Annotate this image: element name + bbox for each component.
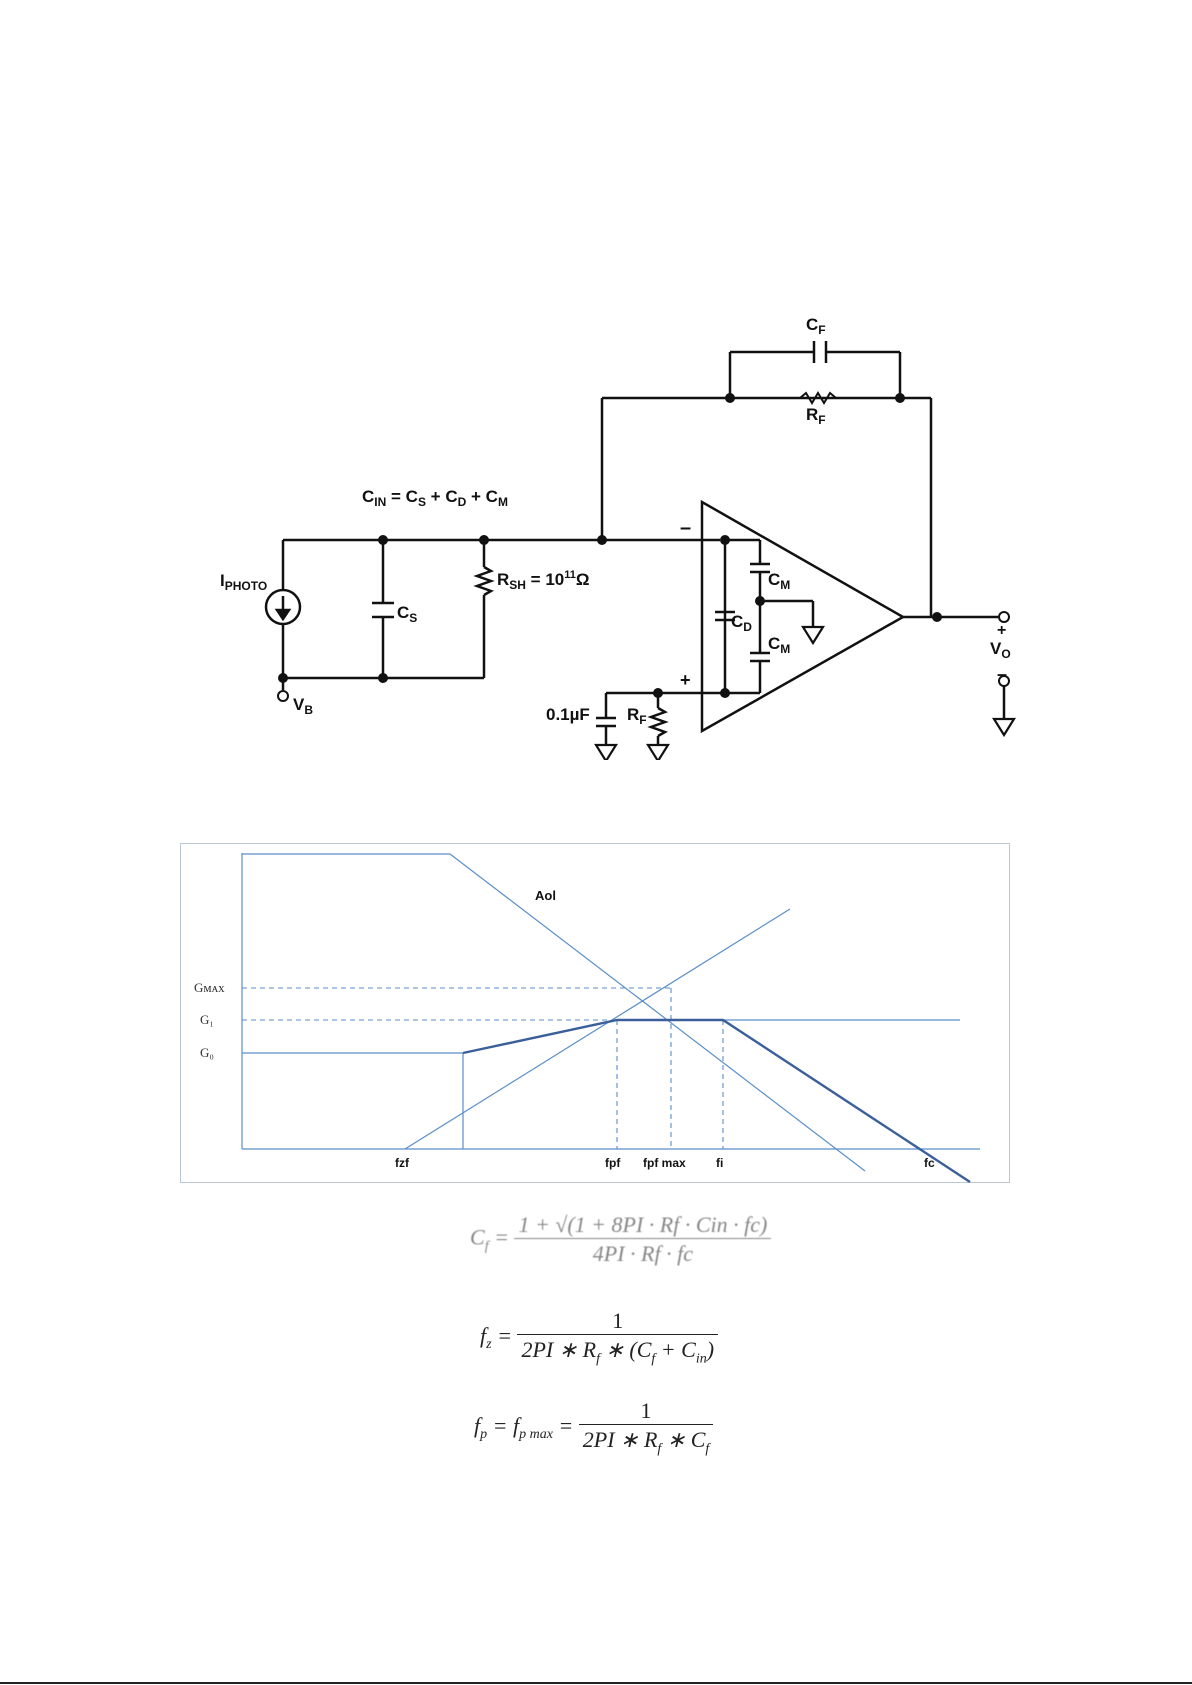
- fpf-label: fpf: [605, 1156, 621, 1170]
- vo-plus-sign: +: [997, 622, 1006, 639]
- cm-top-label: CM: [768, 570, 790, 592]
- fi-label: fi: [716, 1156, 723, 1170]
- aol-label: Aol: [535, 888, 556, 903]
- fc-label: fc: [924, 1156, 935, 1170]
- rf-feedback-label: RF: [806, 405, 826, 427]
- fzf-label: fzf: [395, 1156, 410, 1170]
- rf-bias-label: RF: [627, 705, 647, 727]
- noninverting-input-sign: +: [680, 670, 691, 690]
- photodiode-circuit-schematic: CIN = CS + CD + CM IPHOTO CS RSH = 1011Ω…: [0, 0, 1192, 760]
- gmax-label: Gᴍᴀx: [194, 980, 225, 995]
- vb-label: VB: [293, 695, 313, 717]
- cf-label: CF: [806, 315, 826, 337]
- equation-cf: Cf = 1 + √(1 + 8PI · Rf · Cin · fc) 4PI …: [470, 1212, 771, 1267]
- page-bottom-rule: [0, 1682, 1192, 1684]
- cd-label: CD: [731, 612, 752, 634]
- equation-fp: fp = fp max = 1 2PI ∗ Rf ∗ Cf: [474, 1398, 713, 1457]
- vo-minus-sign: –: [997, 664, 1007, 684]
- vo-label: VO: [990, 639, 1011, 661]
- g0-label: G₀: [200, 1045, 214, 1060]
- bode-plot: Aol Gᴍᴀx G₁ G₀ fzf fpf fpf max fi fc: [180, 843, 1010, 1183]
- fpf-max-label: fpf max: [643, 1156, 686, 1170]
- g1-label: G₁: [200, 1012, 214, 1027]
- equation-fz: fz = 1 2PI ∗ Rf ∗ (Cf + Cin): [480, 1308, 718, 1367]
- cs-label: CS: [397, 603, 417, 625]
- inverting-input-sign: –: [680, 517, 691, 539]
- iphoto-label: IPHOTO: [220, 571, 267, 593]
- cap-value-label: 0.1µF: [546, 705, 590, 724]
- cin-label: CIN = CS + CD + CM: [362, 487, 508, 509]
- cm-bottom-label: CM: [768, 634, 790, 656]
- rsh-label: RSH = 1011Ω: [497, 569, 590, 592]
